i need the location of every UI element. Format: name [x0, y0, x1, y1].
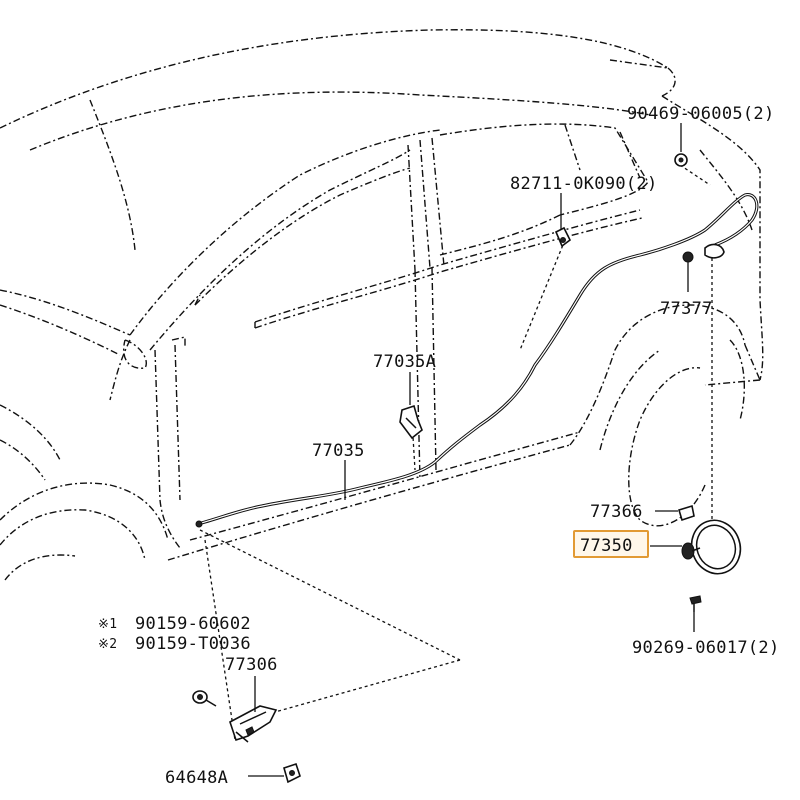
label-77350: 77350: [580, 536, 633, 556]
clip-64648a-part: [283, 762, 301, 784]
label-64648a: 64648A: [165, 768, 228, 788]
label-90159-t0036: 90159-T0036: [135, 634, 251, 654]
highlight-box: [573, 530, 649, 558]
label-77306: 77306: [225, 655, 278, 675]
note-marker-2: ※2: [98, 637, 117, 652]
label-77377: 77377: [660, 299, 713, 319]
leader-lines: [248, 123, 695, 777]
clamp-82711-part: [554, 226, 572, 248]
projection-lines: [199, 164, 713, 741]
label-77035: 77035: [312, 441, 365, 461]
bracket-77035a-part: [399, 404, 423, 440]
bolt-90159-part: [192, 690, 217, 707]
screw-90269-part: [689, 595, 702, 612]
fuel-lid-release-cable: [195, 193, 759, 528]
note-marker-1: ※1: [98, 617, 117, 632]
label-77366: 77366: [590, 502, 643, 522]
label-90469: 90469-06005(2): [627, 104, 775, 124]
label-90159-60602: 90159-60602: [135, 614, 251, 634]
clip-90469-part: [674, 153, 688, 167]
lever-77306-part: [229, 705, 278, 743]
label-90269: 90269-06017(2): [632, 638, 780, 658]
car-body-outline: [0, 29, 764, 581]
pin-77366-part: [678, 504, 695, 522]
grommet-77377-part: [682, 243, 725, 263]
highlighted-part-77350: 77350: [573, 530, 649, 558]
label-77035a: 77035A: [373, 352, 436, 372]
fuel-lid-77350-part: [681, 519, 742, 575]
label-82711: 82711-0K090(2): [510, 174, 658, 194]
